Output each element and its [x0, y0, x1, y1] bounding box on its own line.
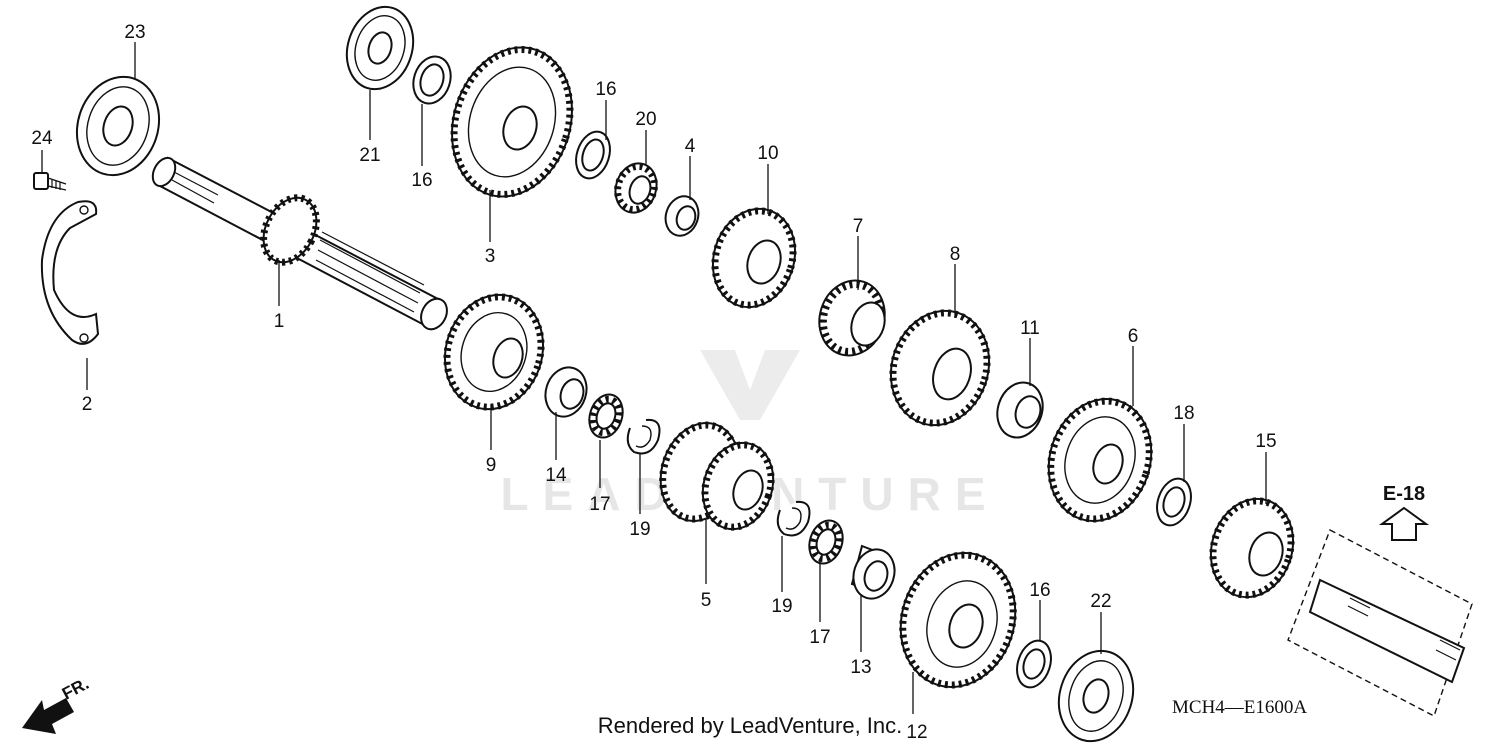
- up-arrow-icon: [1378, 506, 1430, 541]
- callout-19-lower[interactable]: 19: [771, 596, 792, 617]
- callout-19-upper[interactable]: 19: [629, 519, 650, 540]
- part-5-gear[interactable]: [648, 413, 784, 539]
- part-7-needle-bearing[interactable]: [810, 272, 894, 364]
- callout-23[interactable]: 23: [124, 22, 145, 43]
- callout-24[interactable]: 24: [31, 128, 53, 149]
- part-3-gear[interactable]: [433, 32, 590, 212]
- part-23-bearing[interactable]: [65, 66, 172, 186]
- part-6-gear[interactable]: [1033, 386, 1166, 535]
- callout-16-mid[interactable]: 16: [595, 79, 616, 100]
- rendered-by-footer: Rendered by LeadVenture, Inc.: [597, 713, 903, 738]
- e18-reference[interactable]: E-18: [1378, 483, 1430, 541]
- part-9-gear[interactable]: [430, 282, 557, 422]
- reference-label[interactable]: E-18: [1383, 483, 1425, 505]
- callout-4[interactable]: 4: [685, 136, 696, 157]
- diagram-code: MCH4—E1600A: [1172, 697, 1307, 718]
- front-arrow-icon: [22, 698, 74, 734]
- callout-6[interactable]: 6: [1128, 326, 1139, 347]
- callout-5[interactable]: 5: [701, 590, 712, 611]
- countershaft-reference-box[interactable]: [1287, 529, 1473, 717]
- part-15-gear[interactable]: [1199, 488, 1306, 608]
- part-14-bushing[interactable]: [539, 362, 592, 422]
- callout-12[interactable]: 12: [906, 722, 927, 743]
- part-20-needle-bearing[interactable]: [609, 158, 662, 218]
- callout-22[interactable]: 22: [1090, 591, 1111, 612]
- part-8-gear[interactable]: [876, 298, 1003, 438]
- callout-17-lower[interactable]: 17: [809, 627, 830, 648]
- callout-18[interactable]: 18: [1173, 403, 1194, 424]
- callout-21[interactable]: 21: [359, 145, 380, 166]
- part-1-mainshaft[interactable]: [148, 154, 452, 334]
- part-2-stopper-plate[interactable]: [40, 200, 100, 345]
- callout-20[interactable]: 20: [635, 109, 656, 130]
- callout-9[interactable]: 9: [486, 455, 497, 476]
- part-13-bushing[interactable]: [847, 544, 900, 604]
- part-4-bushing[interactable]: [661, 192, 704, 240]
- callout-3[interactable]: 3: [485, 246, 496, 267]
- part-18-washer[interactable]: [1151, 474, 1196, 530]
- part-19-circlip-upper[interactable]: [626, 418, 661, 455]
- callout-10[interactable]: 10: [757, 143, 778, 164]
- callout-13[interactable]: 13: [850, 657, 871, 678]
- part-17-lock-washer-lower[interactable]: [804, 516, 848, 568]
- part-16-washer-lower[interactable]: [1011, 636, 1056, 692]
- part-21-bearing[interactable]: [337, 0, 424, 98]
- part-12-gear[interactable]: [884, 538, 1033, 702]
- callout-2[interactable]: 2: [82, 394, 93, 415]
- callouts: 23 24 2 1 21 16 3 16 20 4 10 7 8 11 6 18…: [31, 22, 1276, 743]
- callout-16-upper[interactable]: 16: [411, 170, 432, 191]
- callout-14[interactable]: 14: [545, 465, 567, 486]
- part-16-washer-mid[interactable]: [570, 127, 615, 183]
- callout-7[interactable]: 7: [853, 216, 864, 237]
- part-24-bolt[interactable]: [33, 172, 67, 191]
- part-17-lock-washer-upper[interactable]: [584, 390, 628, 442]
- callout-1[interactable]: 1: [274, 311, 285, 332]
- callout-15[interactable]: 15: [1255, 431, 1276, 452]
- front-label: FR.: [59, 674, 92, 704]
- watermark-logo: [700, 350, 800, 420]
- callout-11[interactable]: 11: [1020, 318, 1040, 339]
- callout-16-lower[interactable]: 16: [1029, 580, 1050, 601]
- callout-8[interactable]: 8: [950, 244, 961, 265]
- part-16-washer-upper[interactable]: [407, 52, 456, 109]
- part-19-circlip-lower[interactable]: [776, 500, 811, 537]
- leader-lines: [41, 42, 1267, 714]
- callout-17-upper[interactable]: 17: [589, 494, 610, 515]
- part-22-bearing[interactable]: [1048, 641, 1145, 749]
- part-11-collar[interactable]: [990, 377, 1049, 444]
- part-10-gear[interactable]: [701, 198, 808, 318]
